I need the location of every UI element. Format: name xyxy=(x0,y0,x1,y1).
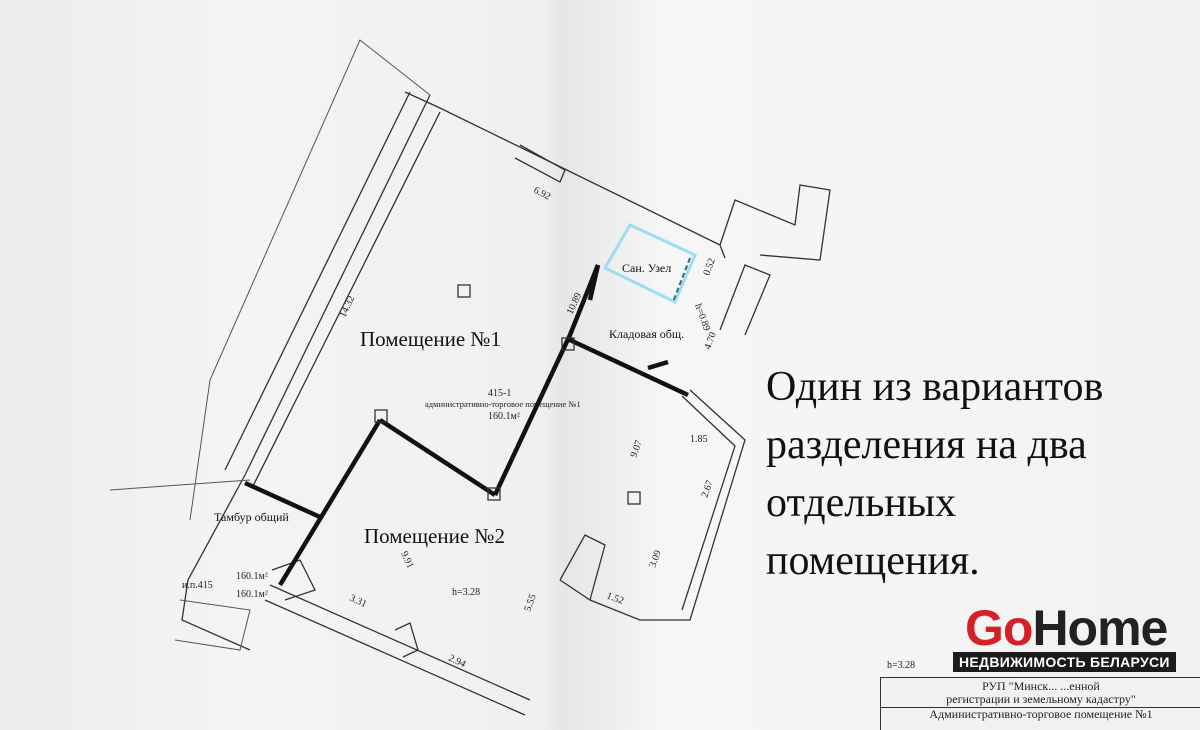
vestibule-info: 160.1м² и.п.415 160.1м² xyxy=(182,571,268,600)
room2-label: Помещение №2 xyxy=(364,524,505,548)
room1-number: 415-1 xyxy=(488,388,511,399)
svg-text:160.1м²: 160.1м² xyxy=(236,589,268,600)
vestibule-label: Тамбур общий xyxy=(214,510,289,524)
svg-text:3.09: 3.09 xyxy=(647,549,663,569)
stamp-org-line2: регистрации и земельному кадастру" xyxy=(881,693,1200,708)
title-block: РУП "Минск... ...енной регистрации и зем… xyxy=(880,677,1200,730)
gohome-logo: GoHome НЕДВИЖИМОСТЬ БЕЛАРУСИ xyxy=(953,603,1176,672)
svg-text:3.31: 3.31 xyxy=(348,593,369,610)
svg-text:14.32: 14.32 xyxy=(338,294,357,319)
logo-home: Home xyxy=(1032,600,1168,656)
svg-text:9.91: 9.91 xyxy=(398,550,415,571)
svg-text:1.85: 1.85 xyxy=(690,434,708,445)
stamp-height: h=3.28 xyxy=(887,660,916,671)
svg-text:h=3.28: h=3.28 xyxy=(452,587,480,598)
caption-line: разделения на два xyxy=(766,422,1087,468)
bathroom-label: Сан. Узел xyxy=(622,261,671,275)
caption-line: отдельных xyxy=(766,480,957,526)
svg-text:160.1м²: 160.1м² xyxy=(236,571,268,582)
svg-text:и.п.415: и.п.415 xyxy=(182,580,213,591)
svg-text:6.92: 6.92 xyxy=(532,185,553,203)
svg-text:2.67: 2.67 xyxy=(699,479,715,499)
bathroom-outline xyxy=(602,223,697,305)
room1-label: Помещение №1 xyxy=(360,327,501,351)
room1-name: административно-торговое помещение №1 xyxy=(425,399,581,409)
partition-walls xyxy=(244,264,689,587)
svg-text:0.52: 0.52 xyxy=(701,257,717,277)
caption-line: помещения. xyxy=(766,538,980,584)
room1-area: 160.1м² xyxy=(488,411,520,422)
svg-text:5.55: 5.55 xyxy=(522,593,538,613)
outer-walls xyxy=(109,39,831,716)
caption-line: Один из вариантов xyxy=(766,364,1104,410)
storage-label: Кладовая общ. xyxy=(609,327,684,341)
svg-text:h=0.89: h=0.89 xyxy=(692,302,712,332)
logo-go: Go xyxy=(965,600,1033,656)
caption: Один из вариантов разделения на два отде… xyxy=(766,358,1103,590)
svg-text:4.70: 4.70 xyxy=(702,331,718,351)
svg-text:9.07: 9.07 xyxy=(628,439,644,459)
logo-tagline: НЕДВИЖИМОСТЬ БЕЛАРУСИ xyxy=(953,652,1176,672)
stamp-title: Административно-торговое помещение №1 xyxy=(929,707,1153,721)
stamp-org-line1: РУП "Минск... ...енной xyxy=(982,679,1100,693)
svg-text:1.52: 1.52 xyxy=(605,590,625,606)
stamp-org: РУП "Минск... ...енной регистрации и зем… xyxy=(881,678,1200,708)
